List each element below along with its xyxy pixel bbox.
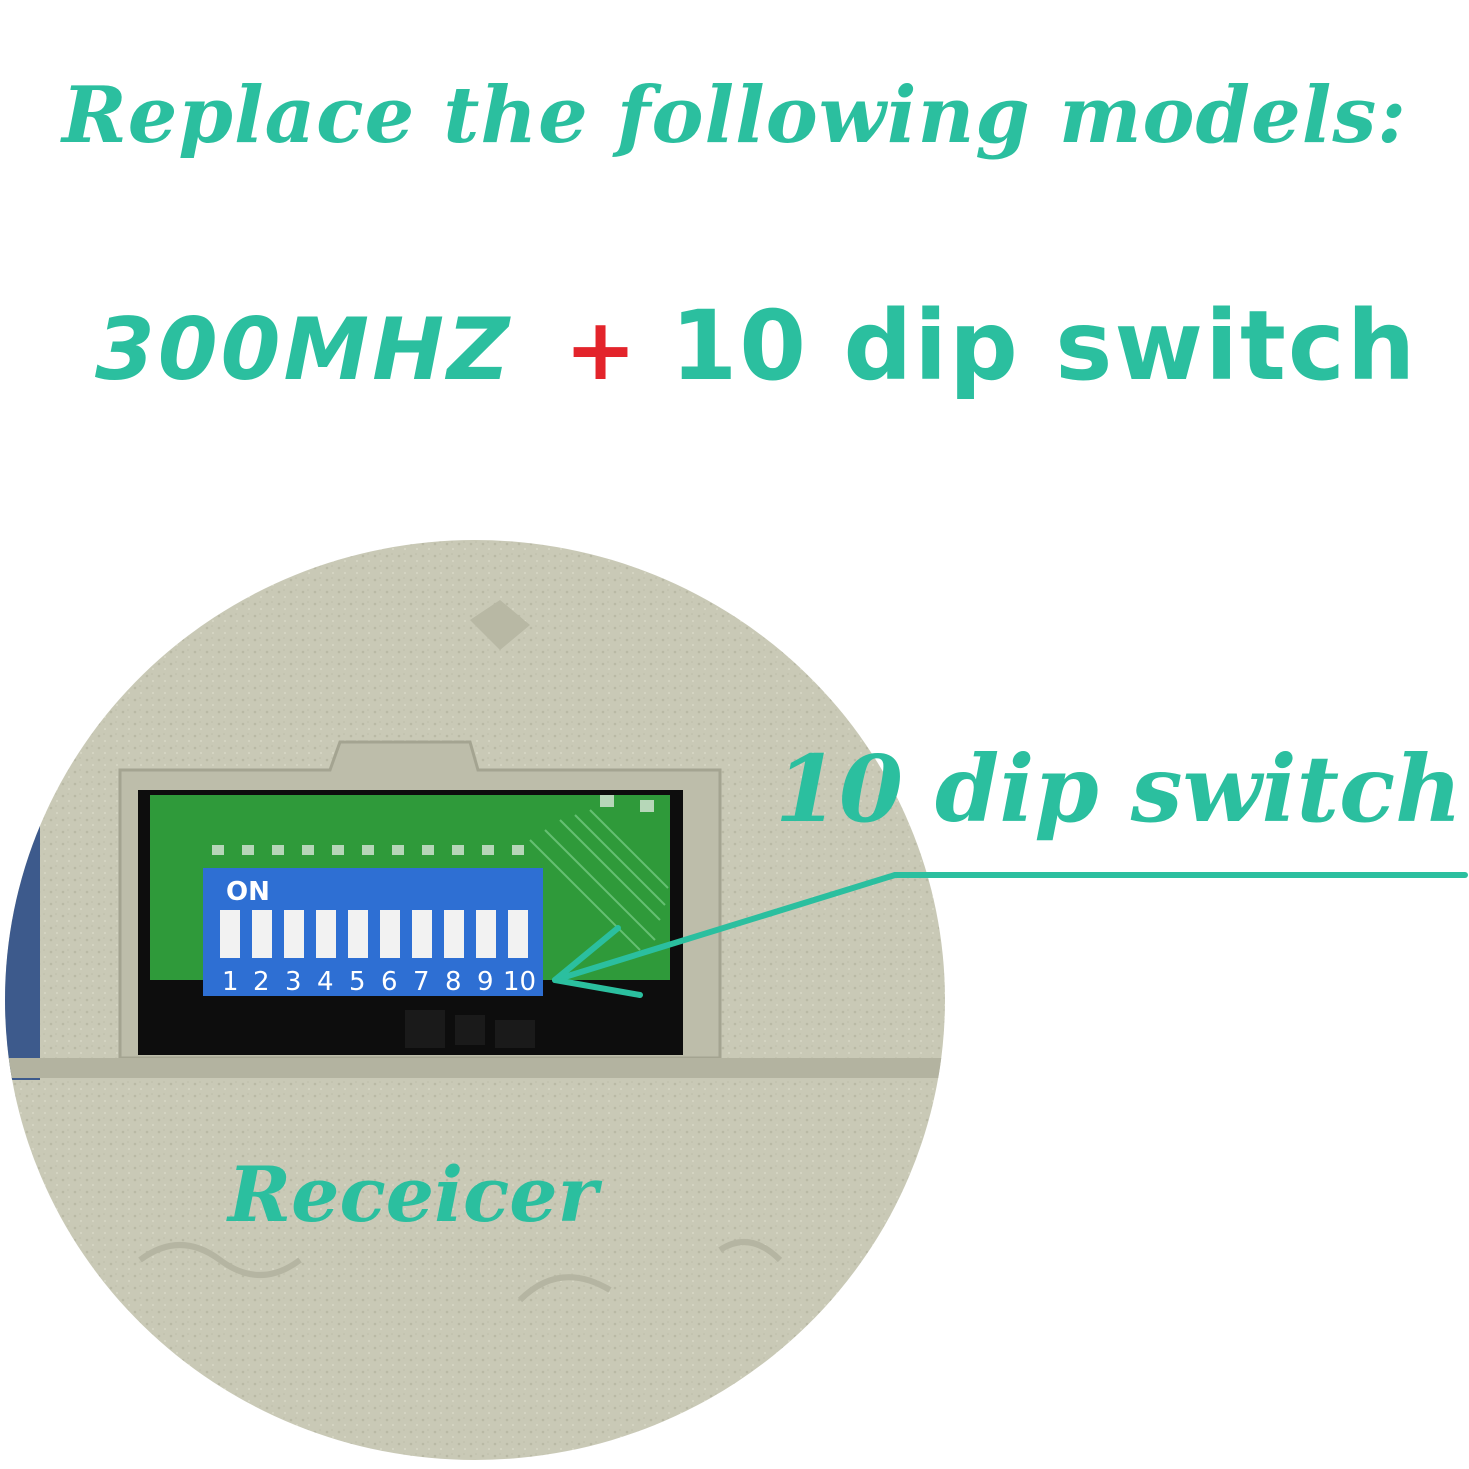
dip-number: 7	[413, 967, 430, 997]
spec-line: 300MHZ +10 dip switch	[95, 290, 1417, 402]
dip-number: 9	[477, 967, 494, 997]
dip-number: 6	[381, 967, 398, 997]
dip-number: 5	[349, 967, 366, 997]
headline: Replace the following models:	[61, 70, 1408, 161]
dip-switch-numbers: 1 2 3 4 5 6 7 8 9 10	[222, 967, 536, 997]
callout-arrow	[552, 872, 1468, 998]
receiver-label: Receicer	[228, 1150, 598, 1239]
dip-number: 3	[285, 967, 302, 997]
dip-number: 8	[445, 967, 462, 997]
callout-label: 10 dip switch	[775, 735, 1463, 843]
dip-on-label: ON	[226, 877, 270, 907]
dip-number: 4	[317, 967, 334, 997]
plus-sign: +	[564, 300, 637, 400]
dip-number: 1	[222, 967, 239, 997]
dip-switch-levers	[220, 910, 528, 958]
dip-switch-block: ON 1 2 3 4 5 6 7 8 9 10	[203, 868, 543, 997]
dip-switch-text: 10 dip switch	[670, 290, 1418, 402]
frequency-text: 300MHZ	[95, 300, 513, 400]
dip-number: 2	[253, 967, 270, 997]
dip-number: 10	[503, 967, 536, 997]
